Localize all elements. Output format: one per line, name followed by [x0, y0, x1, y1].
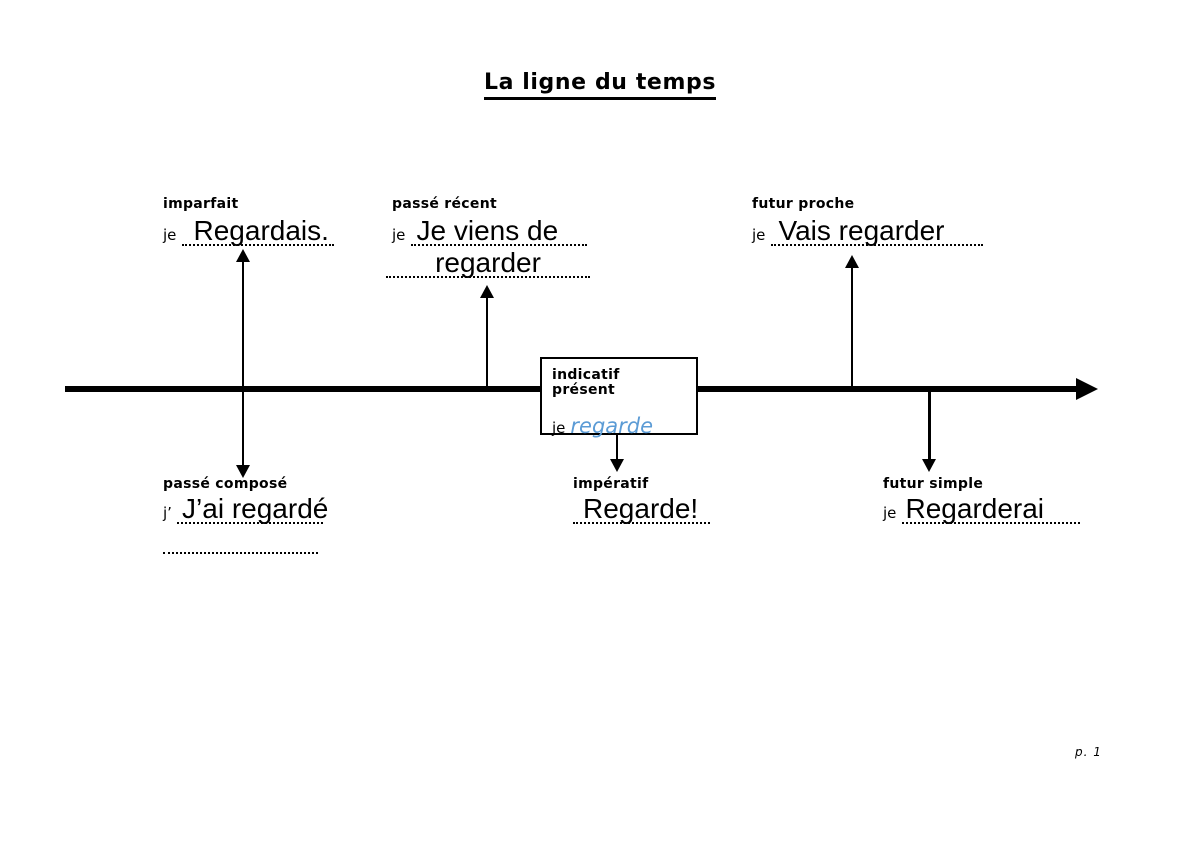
arrow-futur-simple [928, 392, 931, 459]
page-title: La ligne du temps [483, 70, 717, 100]
present-verb-handwritten: regarde [570, 414, 654, 438]
page-number: p. 1 [1075, 745, 1102, 759]
answer-text: Regarde! [583, 493, 699, 524]
tense-label: impératif [573, 476, 649, 492]
pronoun: j’ [163, 504, 172, 522]
fill-in-row: je Regarderai [883, 493, 1080, 524]
arrow-down-icon [236, 465, 250, 478]
answer-blank: Je viens de [410, 215, 587, 246]
tense-group-passe-compose: passé composé j’ J’ai regardé [163, 476, 328, 554]
answer-blank: J’ai regardé [177, 495, 328, 524]
answer-text: J’ai regardé [182, 493, 329, 524]
answer-text: Je viens de [416, 215, 559, 246]
arrow-futur-proche [851, 268, 853, 386]
fill-in-row: je Je viens de [392, 215, 590, 246]
answer-blank-line2: regarder [386, 247, 590, 278]
arrow-up-icon [845, 255, 859, 268]
arrow-up-icon [480, 285, 494, 298]
tense-group-imparfait: imparfait je Regardais. [163, 197, 334, 246]
tense-label: passé composé [163, 476, 288, 492]
timeline-right-arrowhead-icon [1076, 378, 1098, 400]
tense-label: passé récent [392, 196, 497, 212]
tense-label: futur simple [883, 476, 984, 492]
fill-in-row: j’ J’ai regardé [163, 495, 328, 524]
answer-blank: Regarde! [573, 493, 710, 524]
pronoun: je [752, 226, 766, 244]
fill-in-row: Regarde! [573, 493, 710, 524]
pronoun: je [552, 419, 566, 437]
answer-text: Vais regarder [778, 215, 945, 246]
empty-dotted-line [163, 548, 318, 554]
pronoun: je [163, 226, 177, 244]
tense-group-imperatif: impératif Regarde! [573, 477, 710, 524]
answer-text: Regarderai [905, 493, 1045, 524]
tense-group-futur-simple: futur simple je Regarderai [883, 477, 1080, 524]
arrow-imperatif [616, 435, 618, 460]
arrow-passe-recent [486, 298, 488, 386]
tense-label: indicatif présent [552, 367, 620, 398]
pronoun: je [392, 226, 406, 244]
arrow-down-icon [922, 459, 936, 472]
answer-text: regarder [435, 247, 541, 278]
arrow-imparfait-passe-compose [242, 261, 244, 466]
fill-in-row: je Vais regarder [752, 215, 983, 246]
answer-blank: Vais regarder [770, 215, 983, 246]
pronoun: je [883, 504, 897, 522]
answer-blank: Regardais. [181, 215, 334, 246]
tense-label: futur proche [752, 196, 855, 212]
arrow-down-icon [610, 459, 624, 472]
tense-label: imparfait [163, 196, 239, 212]
answer-blank: Regarderai [901, 493, 1080, 524]
arrow-up-icon [236, 249, 250, 262]
fill-in-row: je Regardais. [163, 215, 334, 246]
title-area: La ligne du temps [0, 70, 1200, 100]
tense-group-passe-recent: passé récent je Je viens de regarder [386, 196, 590, 278]
tense-group-futur-proche: futur proche je Vais regarder [752, 197, 983, 246]
answer-text: Regardais. [193, 215, 329, 246]
